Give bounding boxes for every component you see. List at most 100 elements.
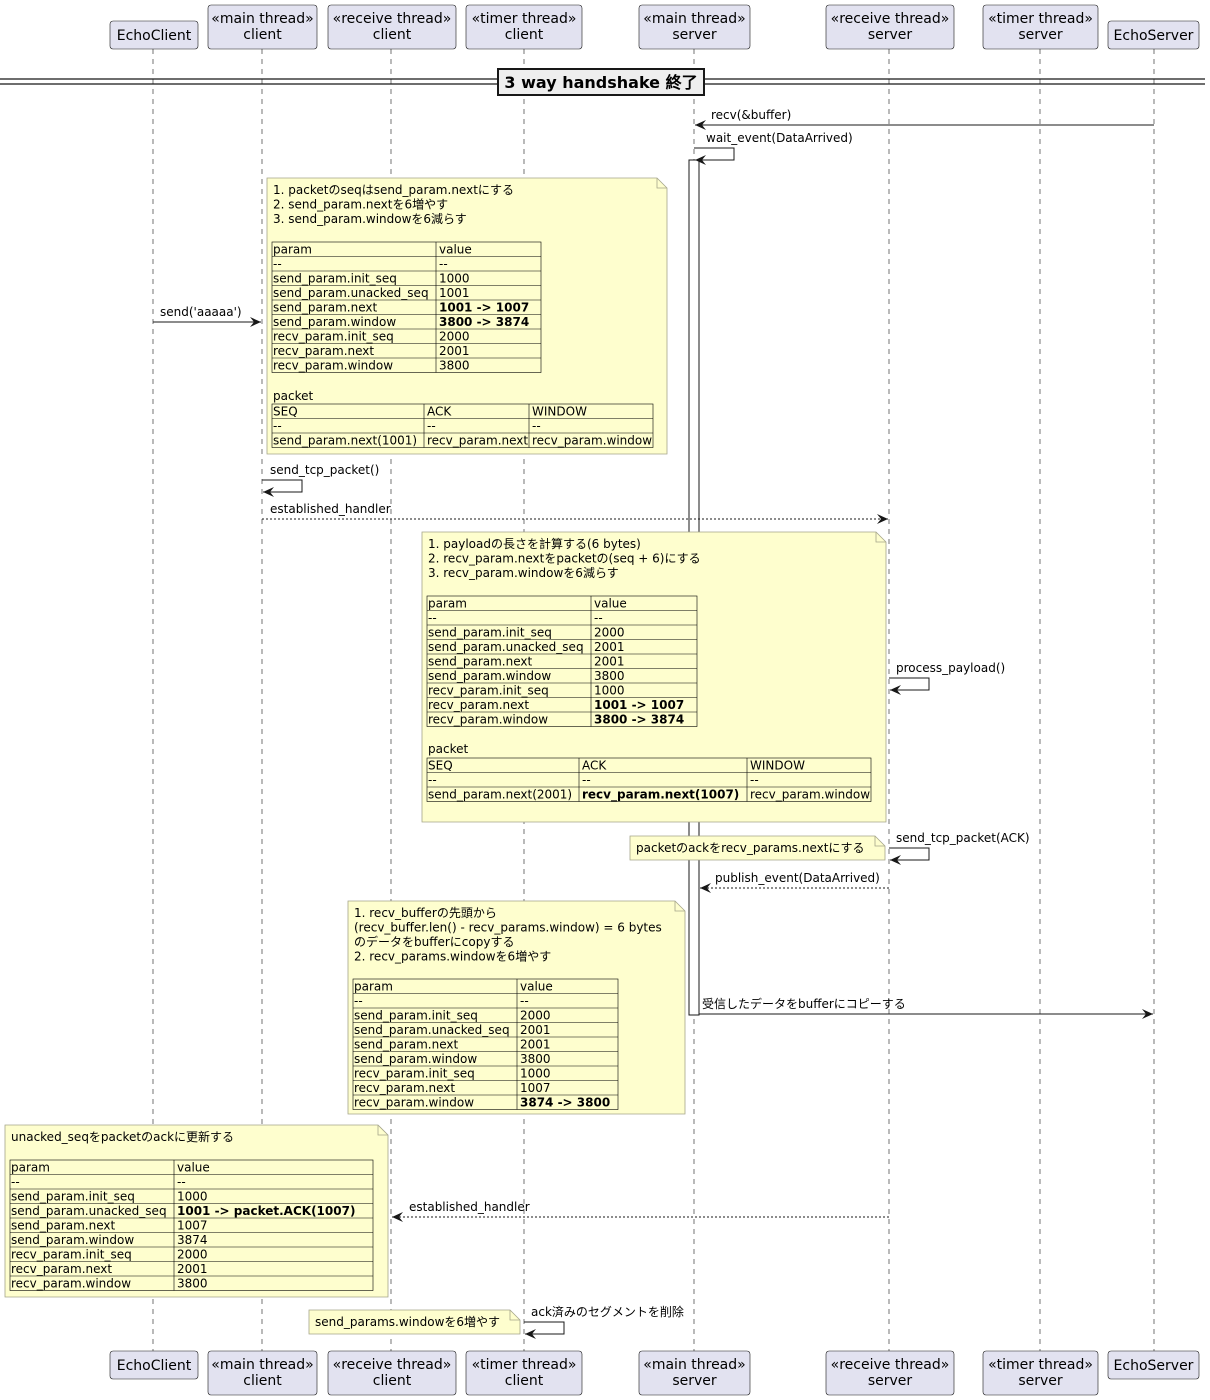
table-header-cell: value [439,243,472,257]
table-cell: 2000 [520,1009,551,1023]
table-header-cell: param [354,980,393,994]
note-body [308,1309,521,1335]
table-cell: -- [594,611,603,625]
table-header-cell: ACK [582,759,607,773]
note-text: (recv_buffer.len() - recv_params.window)… [354,921,662,935]
table-cell: recv_param.window [532,434,652,448]
participant-stereotype: «timer thread» [472,1357,577,1373]
note-text: packet [273,389,313,403]
participant-client_recv-bottom[interactable]: «receive thread»client [327,1350,457,1396]
message-label: wait_event(DataArrived) [706,131,853,145]
table-cell: recv_param.next [11,1262,112,1276]
table-border [426,595,698,727]
note-fold [874,836,885,847]
participant-name: EchoServer [1114,1358,1194,1374]
participants-top: EchoClient«main thread»client«receive th… [109,4,1200,50]
table-cell: recv_param.init_seq [273,330,394,344]
note-text: send_params.windowを6増やす [315,1315,500,1329]
note-text: 3. recv_param.windowを6減らす [428,565,619,580]
table-cell: send_param.next [273,301,377,315]
table-cell: 3800 [177,1277,208,1291]
participant-echo_client-bottom[interactable]: EchoClient [109,1350,199,1380]
participant-stereotype: «receive thread» [831,11,950,27]
table-cell: recv_param.init_seq [11,1248,132,1262]
note-text: 3. send_param.windowを6減らす [273,211,467,226]
message-send_tcp_packet_ack: send_tcp_packet(ACK) [889,831,1030,865]
table-cell: recv_param.window [428,713,548,727]
participant-box [825,4,955,50]
message-label: send_tcp_packet(ACK) [896,831,1030,845]
message-wait_event: wait_event(DataArrived) [694,131,853,165]
table-cell: 1001 -> 1007 [439,301,529,315]
participant-client_recv-top[interactable]: «receive thread»client [327,4,457,50]
participant-stereotype: «receive thread» [333,11,452,27]
participant-echo_client-top[interactable]: EchoClient [109,20,199,50]
note-text: 2. send_param.nextを6増やす [273,198,448,212]
table-cell: recv_param.next [428,698,529,712]
note-note6: send_params.windowを6増やす [308,1309,521,1335]
participant-name: server [1018,27,1063,43]
note-body [629,835,886,861]
participant-box [982,4,1099,50]
participant-box [327,1350,457,1396]
participant-stereotype: «receive thread» [333,1357,452,1373]
participant-box [1107,20,1200,50]
table-cell: -- [582,773,591,787]
message-label: recv(&buffer) [711,108,791,122]
message-copy_to_buffer: 受信したデータをbufferにコピーする [699,996,1153,1019]
participant-server_timer-top[interactable]: «timer thread»server [982,4,1099,50]
participant-stereotype: «timer thread» [988,11,1093,27]
participant-box [465,1350,583,1396]
table-cell: recv_param.window [750,788,870,802]
table-cell: 1000 [520,1067,551,1081]
participant-stereotype: «main thread» [211,1357,313,1373]
participant-server_main-bottom[interactable]: «main thread»server [638,1350,751,1396]
message-label: 受信したデータをbufferにコピーする [702,996,906,1011]
note-text: 2. recv_param.nextをpacketの(seq + 6)にする [428,552,701,566]
participant-client_timer-bottom[interactable]: «timer thread»client [465,1350,583,1396]
participant-echo_server-bottom[interactable]: EchoServer [1107,1350,1200,1380]
participant-box [638,1350,751,1396]
table-cell: send_param.next [11,1219,115,1233]
table-cell: 2001 [520,1023,551,1037]
message-send: send('aaaaa') [153,305,261,327]
message-label: process_payload() [896,661,1005,675]
message-established_handler_1: established_handler [262,502,888,524]
participant-client_main-top[interactable]: «main thread»client [207,4,318,50]
table-cell: send_param.unacked_seq [428,640,584,654]
participant-server_recv-bottom[interactable]: «receive thread»server [825,1350,955,1396]
table-cell: send_param.next(1001) [273,434,417,448]
participant-client_main-bottom[interactable]: «main thread»client [207,1350,318,1396]
table-header-cell: param [428,597,467,611]
participant-name: client [505,1373,544,1389]
participant-server_recv-top[interactable]: «receive thread»server [825,4,955,50]
table-cell: 2001 [594,640,625,654]
participant-name: server [1018,1373,1063,1389]
participant-server_main-top[interactable]: «main thread»server [638,4,751,50]
table-cell: send_param.unacked_seq [354,1023,510,1037]
note-fold [875,532,886,543]
participant-server_timer-bottom[interactable]: «timer thread»server [982,1350,1099,1396]
table-cell: -- [354,994,363,1008]
participant-box [982,1350,1099,1396]
table-cell: -- [428,611,437,625]
participant-name: server [672,1373,717,1389]
table-cell: -- [273,419,282,433]
note-fold [656,178,667,189]
participant-echo_server-top[interactable]: EchoServer [1107,20,1200,50]
note-text: 1. packetのseqはsend_param.nextにする [273,183,514,197]
table-cell: 3800 [520,1052,551,1066]
note-fold [377,1125,388,1136]
participant-box [465,4,583,50]
participant-box [638,4,751,50]
table-cell: send_param.window [11,1233,134,1247]
participant-client_timer-top[interactable]: «timer thread»client [465,4,583,50]
participant-stereotype: «receive thread» [831,1357,950,1373]
table-header-cell: ACK [427,405,452,419]
message-label: send_tcp_packet() [270,463,379,477]
participant-box [1107,1350,1200,1380]
messages-layer: recv(&buffer) wait_event(DataArrived)send… [153,108,1154,1339]
message-delete_acked: ack済みのセグメントを削除 [524,1304,684,1339]
participant-name: EchoClient [117,1358,192,1374]
